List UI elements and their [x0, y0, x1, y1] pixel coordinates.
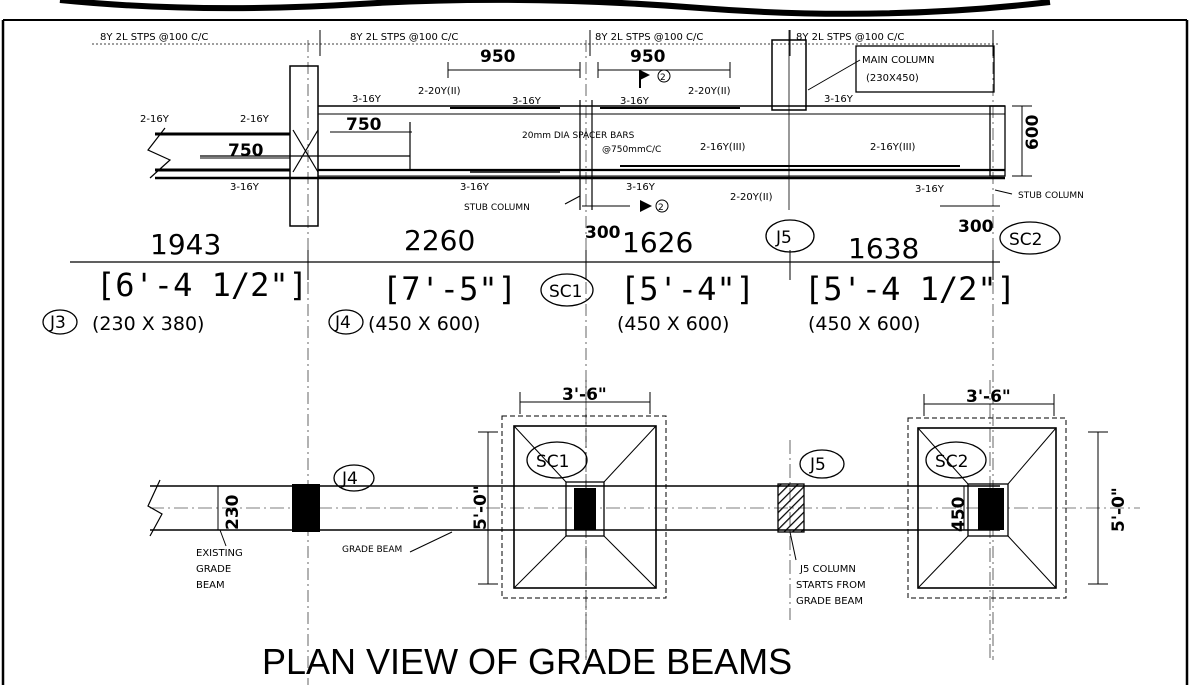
- dim-300-right: 300: [958, 217, 994, 237]
- stirrup-label-1: 8Y 2L STPS @100 C/C: [100, 32, 208, 43]
- footing-sc1-width: 3'-6": [562, 385, 607, 405]
- main-column-size: (230X450): [866, 73, 919, 84]
- section-size-4: (450 X 600): [808, 313, 920, 335]
- tag-j5-plan: J5: [809, 455, 826, 475]
- bottom-bar-label-3: 3-16Y: [460, 182, 490, 193]
- bottom-bar-label-2: 2-16Y(III): [870, 142, 916, 153]
- top-bar-label-4: 3-16Y: [620, 96, 650, 107]
- dim-750-low: 750: [228, 141, 264, 161]
- existing-bottom-bar: 3-16Y: [230, 182, 260, 193]
- existing-beam-line-1: EXISTING: [196, 548, 243, 559]
- top-bar-label-1: 3-16Y: [352, 94, 382, 105]
- plan-labels: 3'-6" 3'-6" 5'-0" 5'-0" 230 450 EXISTING…: [196, 385, 1129, 607]
- top-bar-label-3: 3-16Y: [512, 96, 542, 107]
- tag-sc1-plan: SC1: [536, 452, 569, 472]
- bottom-bar-label-4: 3-16Y: [626, 182, 656, 193]
- top-bar-label-5: 2-20Y(II): [688, 86, 731, 97]
- section-size-3: (450 X 600): [617, 313, 729, 335]
- tag-sc2-elevation: SC2: [1009, 230, 1042, 250]
- span-1626: 1626: [622, 226, 693, 259]
- j5-note-line-1: J5 COLUMN: [799, 564, 856, 575]
- top-bar-label-2: 2-20Y(II): [418, 86, 461, 97]
- dim-950-right: 950: [630, 47, 666, 67]
- existing-top-bar-2: 2-16Y: [240, 114, 270, 125]
- tag-j4-elevation: J4: [334, 313, 351, 333]
- bottom-bar-label-1: 2-16Y(III): [700, 142, 746, 153]
- elevation-tags: J3 J4 SC1 J5 SC2: [42, 219, 1061, 335]
- stirrup-label-4: 8Y 2L STPS @100 C/C: [796, 32, 904, 43]
- beam-depth-450: 450: [949, 496, 969, 532]
- tag-j4-plan: J4: [341, 469, 358, 489]
- beam-elevation: [70, 30, 1032, 685]
- section-mark-top: 2: [660, 73, 666, 83]
- stub-column-left-label: STUB COLUMN: [464, 203, 530, 213]
- grade-beam-label: GRADE BEAM: [342, 545, 402, 555]
- existing-beam-line-3: BEAM: [196, 580, 225, 591]
- drawing-title: PLAN VIEW OF GRADE BEAMS: [262, 641, 792, 682]
- span-1638: 1638: [848, 232, 919, 265]
- bottom-bar-label-6: 3-16Y: [915, 184, 945, 195]
- span-2260: 2260: [404, 224, 475, 257]
- tag-sc1-elevation: SC1: [549, 282, 582, 302]
- tag-sc2-plan: SC2: [935, 452, 968, 472]
- footing-sc2-height: 5'-0": [1109, 487, 1129, 532]
- existing-top-bar-1: 2-16Y: [140, 114, 170, 125]
- section-size-1: (230 X 380): [92, 313, 204, 335]
- dim-300-left: 300: [585, 223, 621, 243]
- span-1943: 1943: [150, 228, 221, 261]
- beam-depth-230: 230: [223, 494, 243, 530]
- j5-note-line-2: STARTS FROM: [796, 580, 866, 591]
- stub-column-right-label: STUB COLUMN: [1018, 191, 1084, 201]
- imperial-span-1: [6'-4 1/2"]: [96, 266, 308, 304]
- dim-950-left: 950: [480, 47, 516, 67]
- dim-600: 600: [1023, 114, 1043, 150]
- imperial-span-2: [7'-5"]: [382, 270, 517, 308]
- plan-view: [147, 380, 1140, 660]
- existing-beam-line-2: GRADE: [196, 564, 231, 575]
- elevation-labels: 8Y 2L STPS @100 C/C 8Y 2L STPS @100 C/C …: [92, 32, 1084, 335]
- top-bar-label-6: 3-16Y: [824, 94, 854, 105]
- imperial-span-4: [5'-4 1/2"]: [804, 270, 1016, 308]
- bottom-bar-label-5: 2-20Y(II): [730, 192, 773, 203]
- section-mark-bottom: 2: [658, 203, 664, 213]
- footing-sc1-height: 5'-0": [471, 485, 491, 530]
- dim-750-top: 750: [346, 115, 382, 135]
- footing-sc2-width: 3'-6": [966, 387, 1011, 407]
- stirrup-label-2: 8Y 2L STPS @100 C/C: [350, 32, 458, 43]
- spacer-bars-spacing: @750mmC/C: [602, 145, 661, 155]
- section-size-2: (450 X 600): [368, 313, 480, 335]
- stirrup-label-3: 8Y 2L STPS @100 C/C: [595, 32, 703, 43]
- plan-tags: J4 SC1 J5 SC2: [333, 441, 987, 492]
- imperial-span-3: [5'-4"]: [620, 270, 755, 308]
- main-column-label: MAIN COLUMN: [862, 55, 934, 66]
- tag-j5-elevation: J5: [775, 228, 792, 248]
- j5-note-line-3: GRADE BEAM: [796, 596, 863, 607]
- spacer-bars-label: 20mm DIA SPACER BARS: [522, 131, 635, 141]
- tag-j3: J3: [49, 313, 66, 333]
